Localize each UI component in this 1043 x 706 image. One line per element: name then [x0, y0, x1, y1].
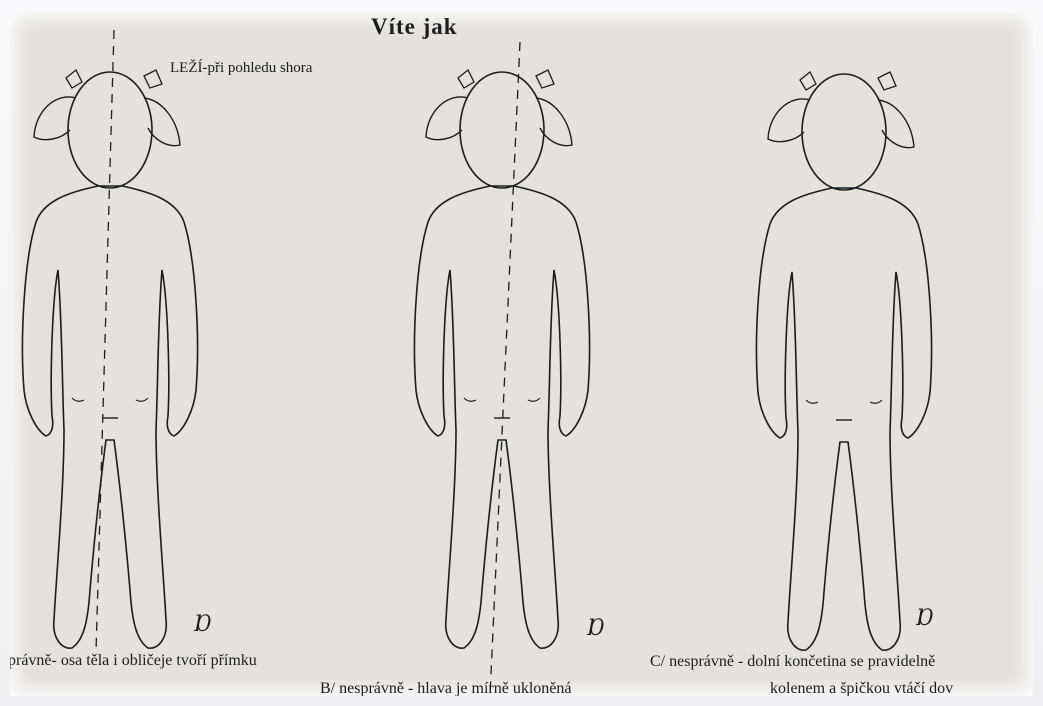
caption-c: C/ nesprávně - dolní končetina se pravid… [650, 653, 935, 671]
figure-b [415, 70, 590, 648]
axis-line-b [490, 42, 520, 696]
caption-c-line2: kolenem a špičkou vtáčí dov [770, 680, 953, 696]
signature-mark-c: Ɒ [916, 606, 933, 631]
figures-drawing [10, 12, 1033, 696]
signature-mark-b: Ɒ [587, 616, 604, 641]
figure-a [23, 70, 198, 648]
figure-c [757, 72, 932, 650]
signature-mark-a: Ɒ [194, 612, 211, 637]
axis-line-a [96, 30, 114, 652]
caption-a: právně- osa těla i obličeje tvoří přímku [10, 652, 257, 670]
page-title: Víte jak [371, 14, 458, 40]
paper-sheet: Víte jak LEŽÍ-při pohledu shora Ɒ Ɒ Ɒ pr… [10, 12, 1033, 696]
caption-b: B/ nesprávně - hlava je mírně ukloněná [320, 680, 571, 696]
view-note: LEŽÍ-při pohledu shora [170, 60, 312, 77]
